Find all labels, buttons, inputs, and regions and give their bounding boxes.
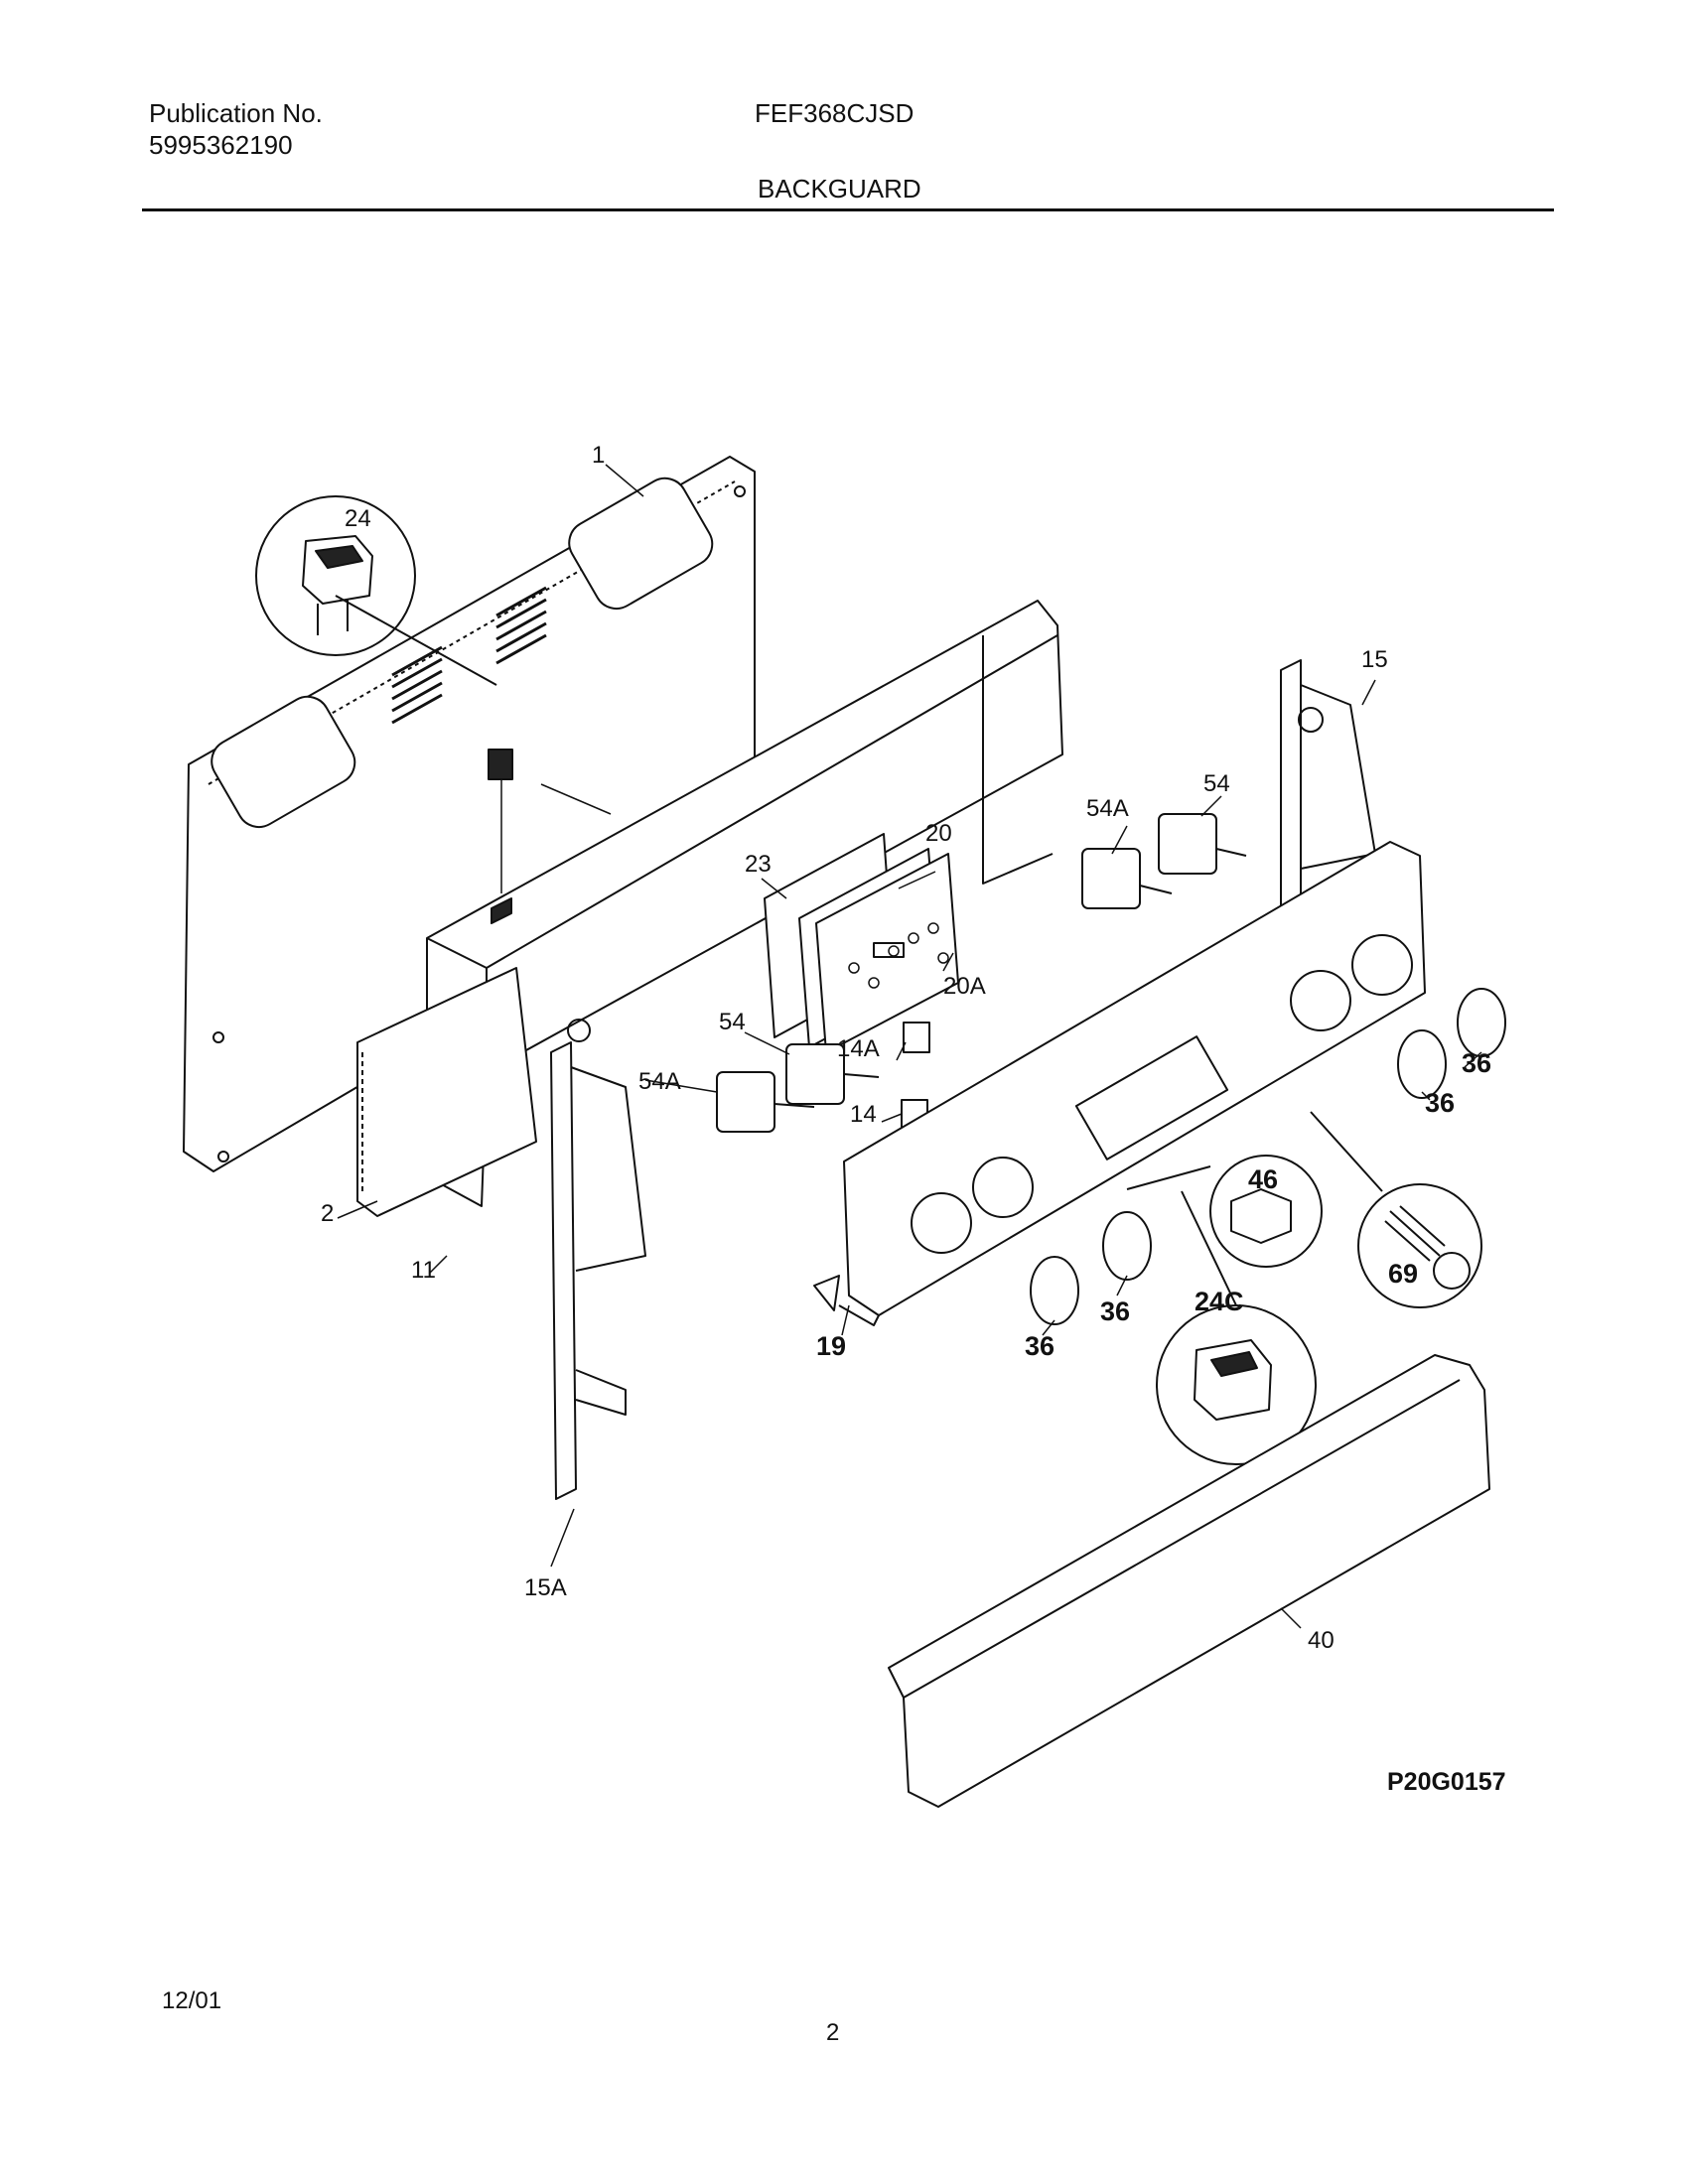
part-24c-switch-detail	[1156, 1190, 1317, 1465]
callout-69: 69	[1388, 1259, 1418, 1289]
callout-24: 24	[345, 505, 371, 532]
callout-36-a: 36	[1462, 1048, 1491, 1078]
publication-label: Publication No.	[149, 98, 323, 128]
callout-15: 15	[1361, 646, 1388, 673]
callout-36-b: 36	[1425, 1088, 1455, 1118]
model-number: FEF368CJSD	[755, 98, 914, 128]
callout-20a: 20A	[943, 973, 986, 1000]
part-69-screw-detail	[1310, 1111, 1482, 1308]
figure-id: P20G0157	[1387, 1768, 1506, 1796]
publication-number: 5995362190	[149, 130, 293, 160]
part-54-infinite-switches	[716, 813, 1247, 1133]
callout-54a-right: 54A	[1086, 795, 1129, 822]
callout-14a: 14A	[837, 1035, 880, 1062]
part-2-bracket	[356, 967, 537, 1217]
part-19-control-panel	[813, 841, 1426, 1326]
callout-leader-lines	[337, 464, 1482, 1629]
part-36-knobs	[1030, 988, 1506, 1325]
callout-40: 40	[1308, 1627, 1335, 1654]
callout-15a: 15A	[524, 1574, 567, 1601]
part-40-trim	[888, 1354, 1490, 1808]
part-20-clock-assembly	[764, 833, 959, 1053]
callout-1: 1	[592, 442, 605, 469]
callout-19: 19	[816, 1331, 846, 1361]
callout-2: 2	[321, 1200, 334, 1227]
callout-14: 14	[850, 1101, 877, 1128]
callout-23: 23	[745, 851, 772, 878]
page-number: 2	[826, 2019, 840, 2046]
section-title: BACKGUARD	[758, 174, 921, 204]
footer-date: 12/01	[162, 1987, 222, 2014]
header-rule	[142, 208, 1554, 211]
callout-54-left: 54	[719, 1009, 746, 1035]
part-15-side-brackets	[550, 659, 1376, 1500]
callout-46: 46	[1248, 1164, 1278, 1194]
callout-24c: 24C	[1195, 1287, 1244, 1316]
callout-11: 11	[411, 1257, 436, 1284]
part-46-button-detail	[1126, 1155, 1323, 1268]
callout-labels: 1 24 15 20 23 54A 54 20A 54 14A 54A 14 3…	[321, 442, 1506, 1796]
callout-36-d: 36	[1025, 1331, 1055, 1361]
part-24-switch-detail	[255, 495, 612, 893]
callout-20: 20	[925, 820, 952, 847]
callout-36-c: 36	[1100, 1297, 1130, 1326]
callout-54-right: 54	[1203, 770, 1230, 797]
callout-54a-left: 54A	[638, 1068, 681, 1095]
